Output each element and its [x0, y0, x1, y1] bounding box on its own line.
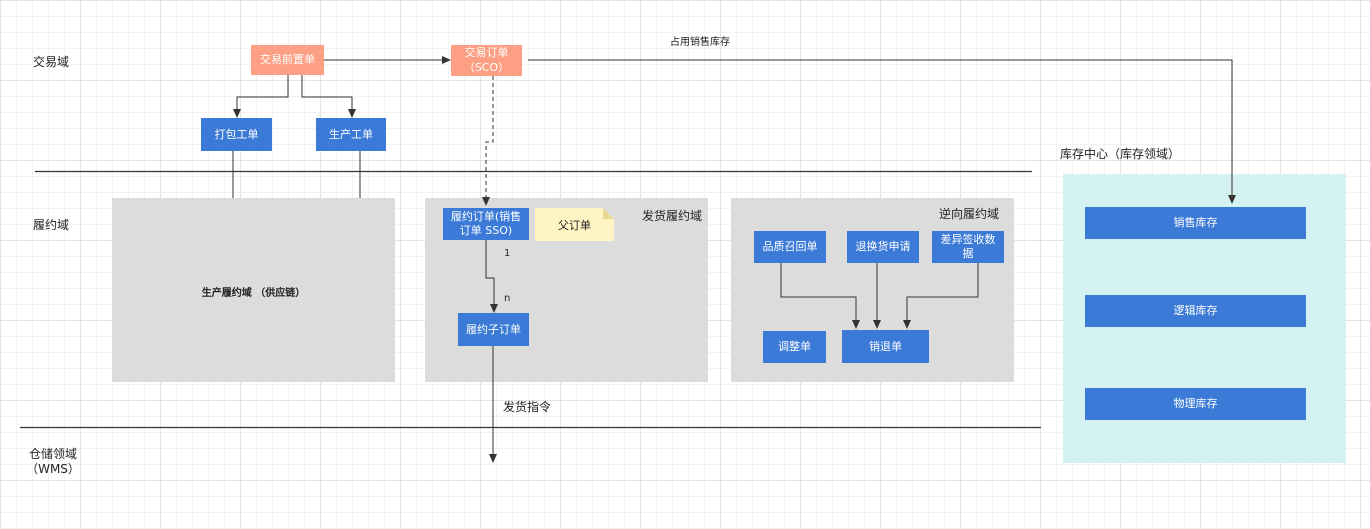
- inventory-center-title: 库存中心（库存领域）: [1060, 147, 1181, 161]
- sso-label-line1: 履约订单(销售: [450, 210, 522, 224]
- edge-preorder-to-pack: [233, 75, 289, 118]
- sales-stock-node[interactable]: 销售库存: [1085, 207, 1306, 239]
- production-fulfillment-region: [112, 198, 395, 382]
- domain-label-warehouse: 仓储领域 （WMS）: [25, 447, 81, 477]
- edge-sso-to-suborder: [485, 240, 498, 313]
- edge-label-one: 1: [504, 248, 511, 259]
- production-work-order-node[interactable]: 生产工单: [316, 118, 386, 151]
- receipt-difference-node[interactable]: 差异签收数 据: [932, 231, 1004, 263]
- domain-label-warehouse-line2: （WMS）: [26, 462, 80, 476]
- sco-label-line2: （SCO）: [463, 60, 510, 74]
- return-exchange-apply-node[interactable]: 退换货申请: [847, 231, 919, 263]
- fulfillment-order-sso-node[interactable]: 履约订单(销售 订单 SSO): [443, 208, 529, 240]
- edge-recall-to-return: [780, 263, 860, 329]
- parent-note-shape: [535, 208, 614, 241]
- sco-label-line1: 交易订单: [464, 46, 509, 60]
- production-region-title: 生产履约域 （供应链）: [201, 288, 306, 299]
- diff-label-line2: 据: [962, 247, 974, 260]
- sso-label-line2: 订单 SSO): [459, 224, 513, 237]
- adjustment-order-node[interactable]: 调整单: [763, 331, 826, 363]
- fulfillment-sub-order-node[interactable]: 履约子订单: [458, 313, 529, 346]
- sales-return-node[interactable]: 销退单: [842, 330, 929, 363]
- edge-label-ship-command: 发货指令: [503, 400, 552, 414]
- trade-order-sco-node[interactable]: 交易订单 （SCO）: [451, 45, 522, 76]
- edge-label-occupy-stock: 占用销售库存: [670, 37, 730, 48]
- edge-label-n: n: [504, 293, 511, 304]
- parent-order-note: 父订单: [558, 218, 591, 232]
- reverse-region-title: 逆向履约域: [939, 207, 1000, 221]
- edge-preorder-to-prod: [301, 75, 356, 118]
- parent-note-fold: [603, 208, 614, 219]
- quality-recall-node[interactable]: 品质召回单: [754, 231, 826, 263]
- edge-sco-to-sso: [482, 76, 494, 206]
- trade-pre-order-node[interactable]: 交易前置单: [251, 45, 324, 75]
- domain-label-fulfillment: 履约域: [33, 218, 70, 232]
- domain-label-trade: 交易域: [33, 55, 70, 69]
- diff-label-line1: 差异签收数: [940, 233, 996, 247]
- shipping-region-title: 发货履约域: [642, 209, 703, 223]
- pack-work-order-node[interactable]: 打包工单: [201, 118, 272, 151]
- logic-stock-node[interactable]: 逻辑库存: [1085, 295, 1306, 327]
- edge-sco-to-sales-stock: [528, 59, 1236, 204]
- domain-label-warehouse-line1: 仓储领域: [28, 447, 77, 461]
- edge-diff-to-return: [903, 263, 979, 329]
- physical-stock-node[interactable]: 物理库存: [1085, 388, 1306, 420]
